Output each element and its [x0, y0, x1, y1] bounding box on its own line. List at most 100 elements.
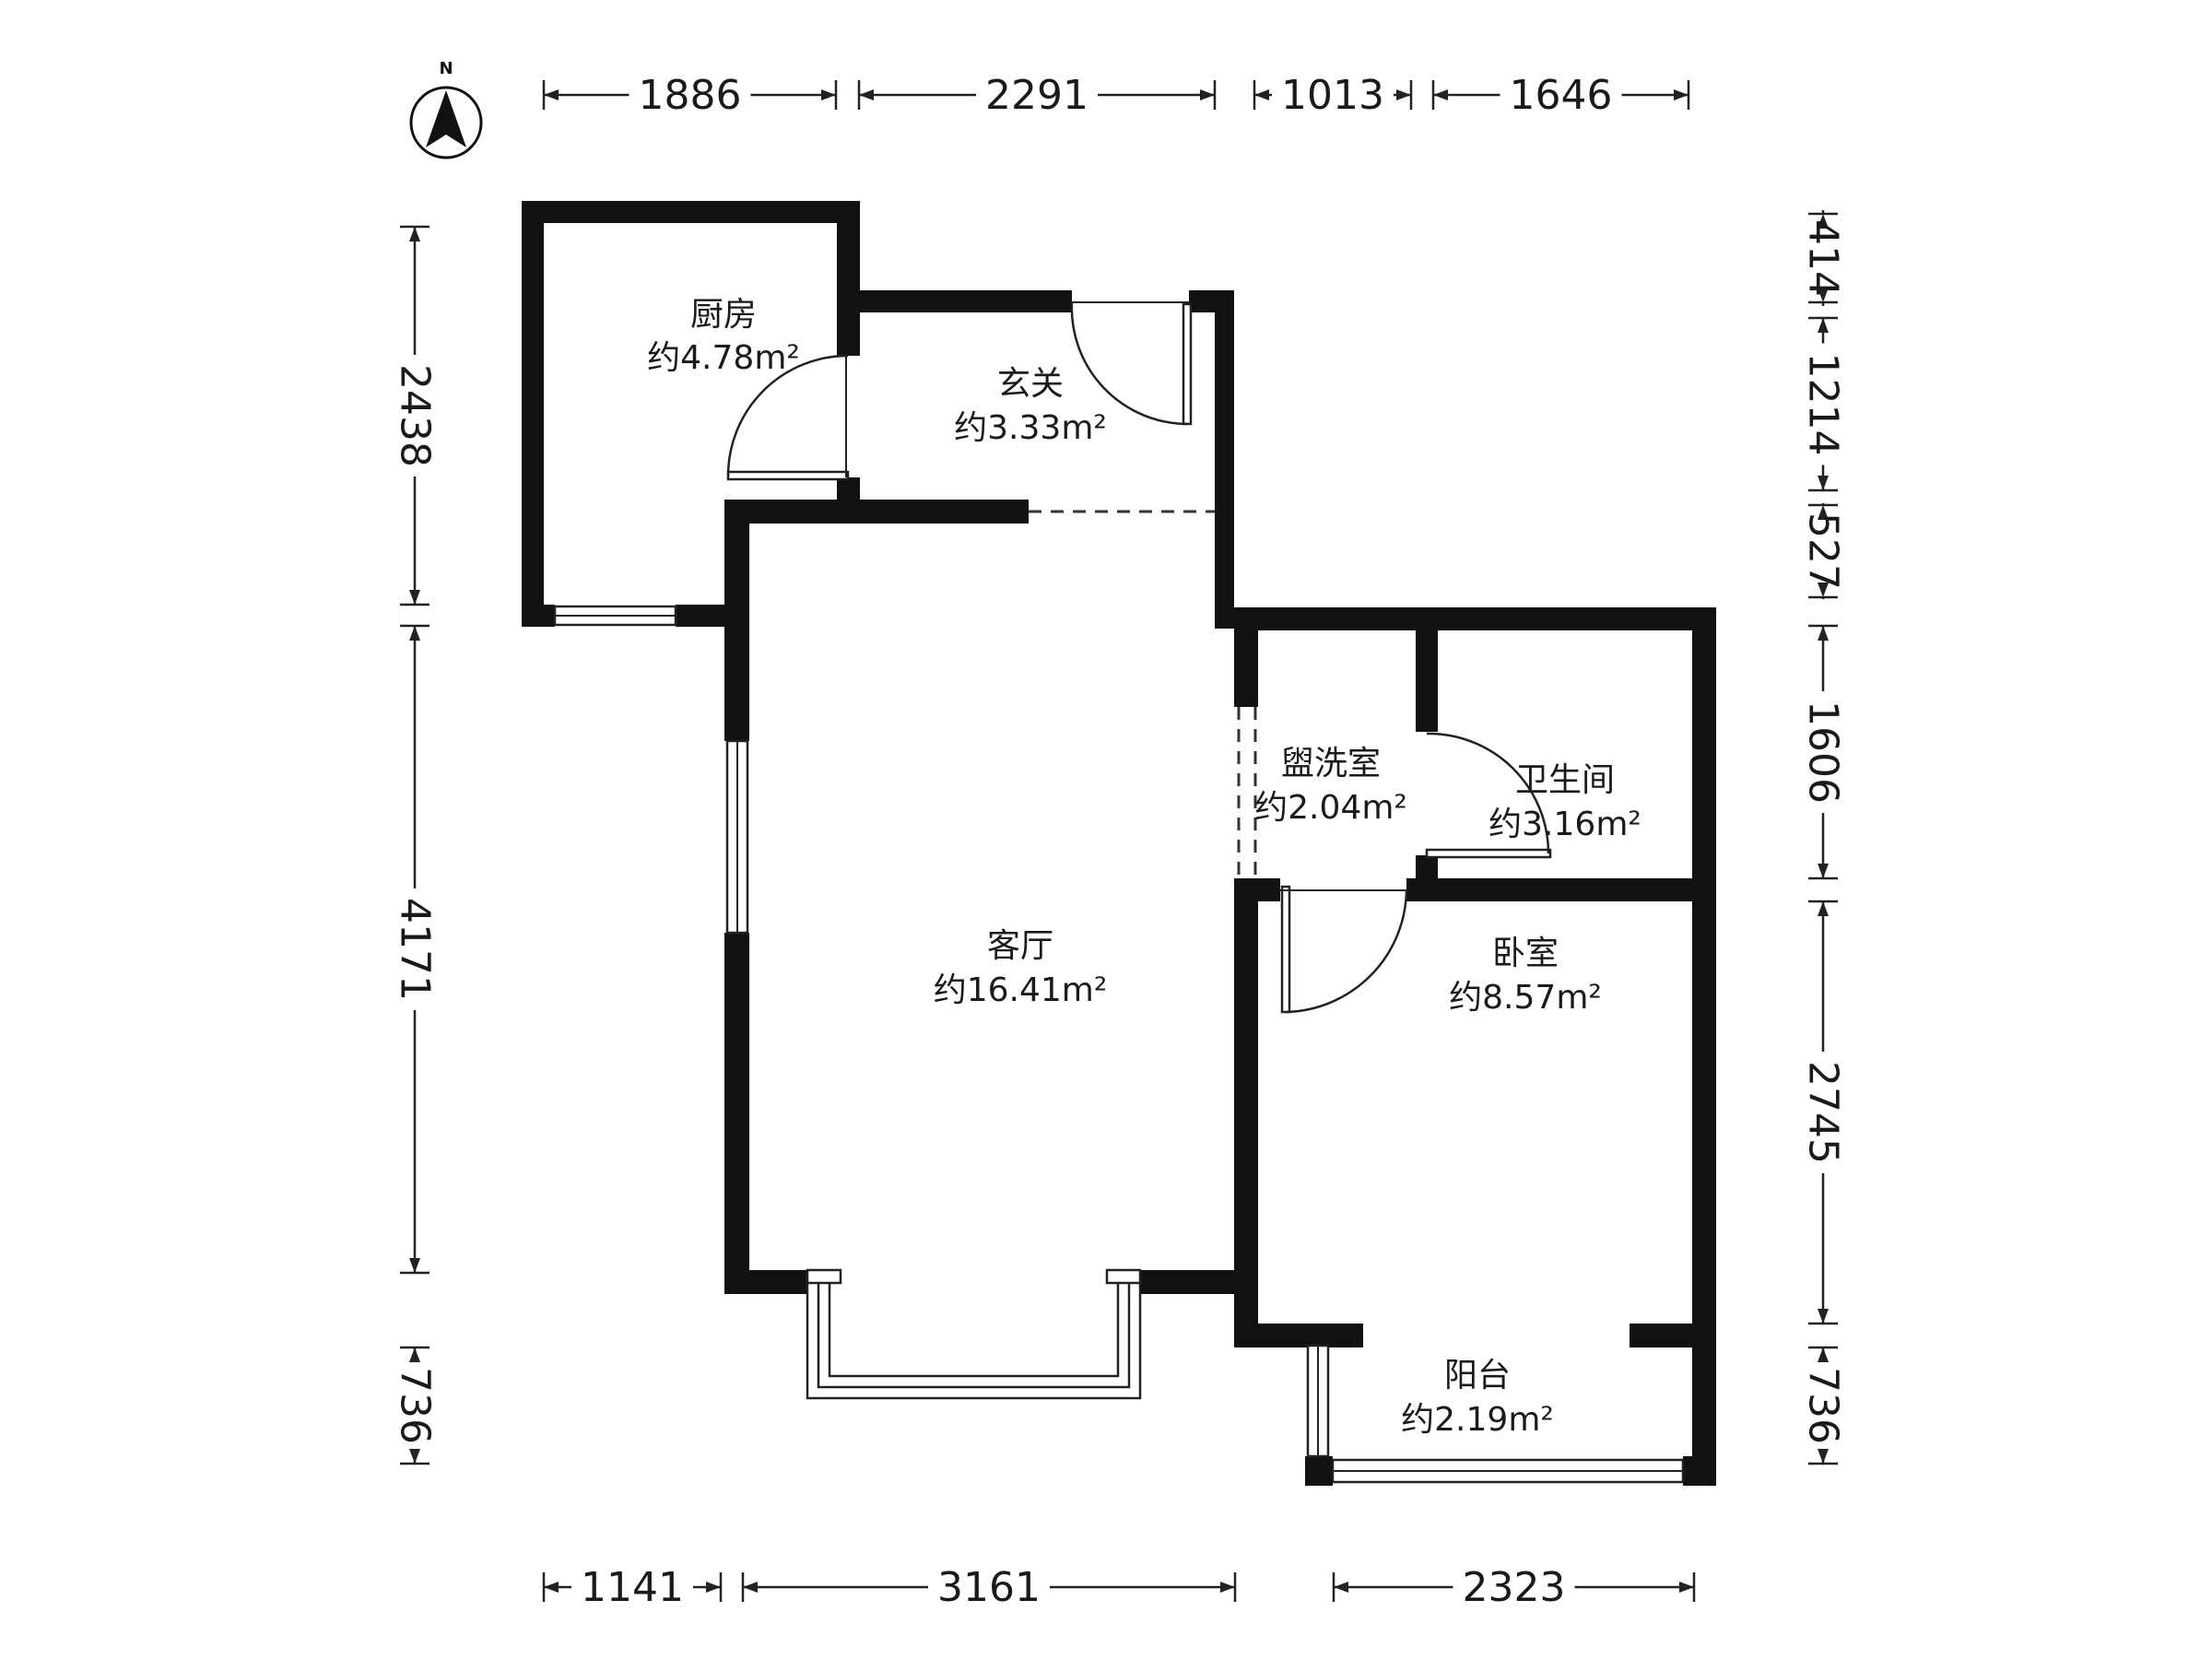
wall-entrance-right — [1215, 290, 1234, 629]
doors — [726, 301, 1552, 1014]
bedroom-door[interactable] — [1280, 885, 1408, 1014]
room-area-balcony: 约2.19m² — [1401, 1401, 1554, 1439]
dimension-label-top-3: 1646 — [1510, 72, 1613, 119]
room-name-entrance: 玄关 — [997, 365, 1064, 403]
wall-kitchen-left — [522, 201, 544, 627]
entry-door[interactable] — [1070, 301, 1193, 426]
living-side-window — [725, 739, 749, 935]
dimension-label-right-1: 1214 — [1800, 353, 1847, 456]
dimension-arrow — [1818, 1309, 1829, 1324]
open-boundaries — [1029, 510, 1257, 878]
dimension-arrow — [409, 1449, 420, 1464]
dimension-arrow — [1818, 1347, 1829, 1362]
wall-balcony-bottom-left — [1305, 1456, 1333, 1486]
wall-living-bottom-right — [1140, 1270, 1234, 1294]
living-bay-window — [806, 1268, 1142, 1400]
wall-balcony-left-cap — [1305, 1324, 1328, 1346]
dimension-arrow — [1674, 89, 1688, 100]
dimension-arrow — [859, 89, 874, 100]
wall-living-left-lower — [724, 933, 749, 1294]
dimension-arrow — [409, 626, 420, 641]
dimension-arrow — [1818, 582, 1829, 597]
dimension-label-top-2: 1013 — [1281, 72, 1384, 119]
room-area-bathroom: 约3.16m² — [1488, 806, 1641, 843]
dimension-arrow — [1818, 626, 1829, 641]
wall-east-right — [1692, 607, 1716, 1486]
north-label: N — [439, 59, 453, 78]
wall-living-left-upper — [724, 500, 749, 741]
dimension-arrow — [1818, 1449, 1829, 1464]
balcony-front-window — [1331, 1458, 1685, 1484]
room-name-washroom: 盥洗室 — [1281, 745, 1381, 782]
dimension-label-right-4: 2745 — [1800, 1061, 1847, 1164]
kitchen-door[interactable] — [726, 354, 850, 481]
dimension-label-right-0: 414 — [1800, 219, 1847, 297]
room-name-bathroom: 卫生间 — [1515, 761, 1615, 799]
dimension-arrow — [409, 1347, 420, 1362]
dimension-arrow — [1818, 505, 1829, 520]
dimension-arrow — [1396, 89, 1411, 100]
wall-living-bottom-left — [724, 1270, 807, 1294]
dimension-label-left-2: 736 — [392, 1367, 439, 1444]
dimension-arrow — [544, 1582, 559, 1593]
wall-bedroom-top-right — [1406, 878, 1716, 901]
room-labels: 厨房 约4.78m² 玄关 约3.33m² 客厅 约16.41m² 盥洗室 约2… — [647, 296, 1641, 1439]
dimension-arrow — [1254, 89, 1269, 100]
dimension-label-top-0: 1886 — [639, 72, 742, 119]
dimension-arrow — [1679, 1582, 1694, 1593]
dimension-label-top-1: 2291 — [985, 72, 1088, 119]
dimension-label-right-3: 1606 — [1800, 700, 1847, 804]
room-name-kitchen: 厨房 — [690, 296, 757, 334]
dimension-arrow — [1818, 318, 1829, 333]
dimension-label-right-2: 527 — [1800, 512, 1847, 590]
north-arrow-icon — [426, 90, 466, 147]
dimension-label-bottom-0: 1141 — [581, 1564, 684, 1611]
bathroom-door[interactable] — [1425, 732, 1552, 859]
dimension-label-left-1: 4171 — [392, 898, 439, 1001]
dimension-arrow — [1818, 864, 1829, 878]
room-area-washroom: 约2.04m² — [1254, 789, 1407, 827]
walls — [522, 201, 1716, 1486]
windows — [553, 605, 1685, 1484]
dimension-arrow — [409, 227, 420, 241]
dimension-arrow — [821, 89, 836, 100]
compass: N — [409, 59, 483, 159]
wall-kitchen-top — [522, 201, 860, 223]
dimension-arrow — [1200, 89, 1215, 100]
dimension-arrow — [1818, 901, 1829, 916]
kitchen-window — [553, 605, 677, 627]
dimension-label-bottom-1: 3161 — [937, 1564, 1041, 1611]
dimension-label-left-0: 2438 — [392, 364, 439, 467]
wall-balcony-bottom-right — [1683, 1456, 1716, 1486]
wall-kitchen-bottom-b — [676, 605, 731, 627]
wall-entrance-top-left — [860, 290, 1072, 312]
room-area-kitchen: 约4.78m² — [647, 339, 800, 377]
wall-kitchen-right-upper — [837, 201, 860, 356]
room-name-balcony: 阳台 — [1444, 1357, 1511, 1394]
wall-living-right-lower — [1234, 878, 1258, 1347]
room-name-living: 客厅 — [987, 927, 1053, 965]
dimension-arrow — [409, 590, 420, 605]
dimension-lines: 1886 2291 1013 1646 1141 3161 2323 2438 4171 736 4… — [392, 72, 1847, 1611]
dimension-arrow — [1818, 288, 1829, 302]
wall-balcony-top-left — [1234, 1324, 1363, 1347]
dimension-label-right-5: 736 — [1800, 1367, 1847, 1444]
dimension-arrow — [1818, 476, 1829, 490]
room-area-living: 约16.41m² — [934, 971, 1108, 1009]
dimension-arrow — [409, 1258, 420, 1273]
room-name-bedroom: 卧室 — [1492, 935, 1559, 972]
dimension-label-bottom-2: 2323 — [1463, 1564, 1566, 1611]
wall-bedroom-top-left — [1234, 878, 1280, 901]
dimension-arrow — [1220, 1582, 1235, 1593]
room-area-entrance: 约3.33m² — [954, 409, 1107, 447]
dimension-arrow — [743, 1582, 758, 1593]
dimension-arrow — [544, 89, 559, 100]
room-area-bedroom: 约8.57m² — [1449, 979, 1602, 1017]
wall-east-top — [1234, 607, 1716, 630]
wall-balcony-top-right — [1630, 1324, 1716, 1347]
dimension-arrow — [1334, 1582, 1348, 1593]
dimension-arrow — [1433, 89, 1448, 100]
balcony-side-window — [1306, 1344, 1330, 1458]
wall-washroom-divider — [1416, 607, 1438, 732]
